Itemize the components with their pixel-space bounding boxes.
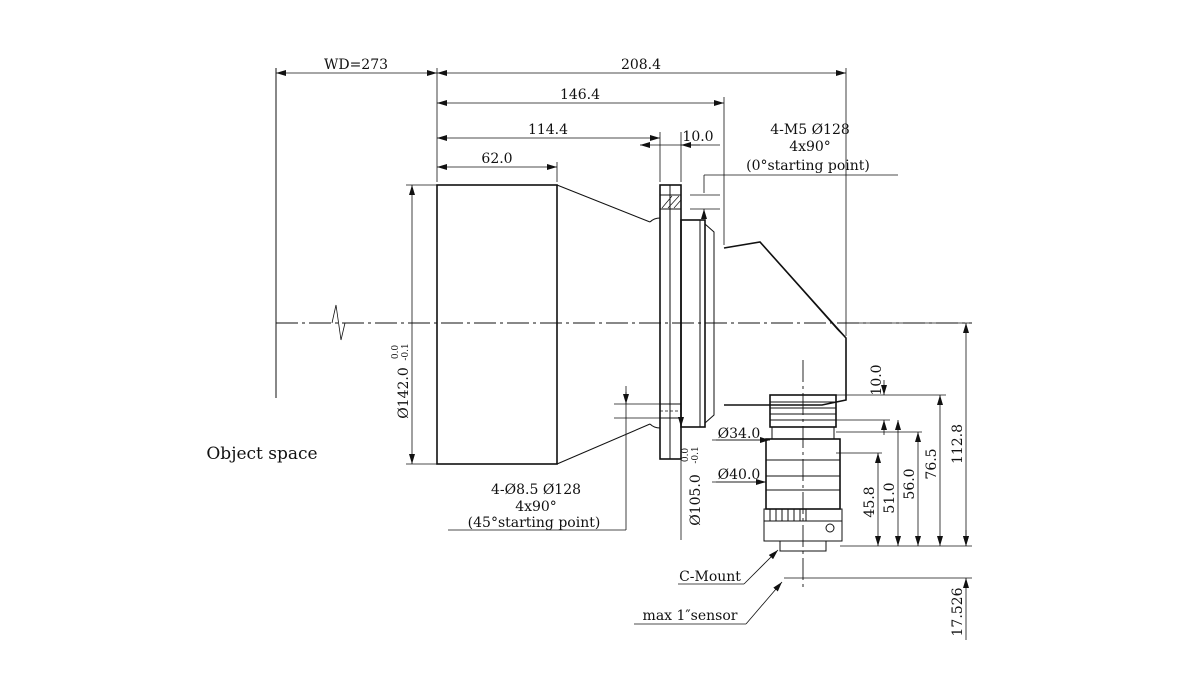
dia-105-label: Ø105.0: [688, 474, 704, 526]
m5-holes-label: 4-M5 Ø128: [770, 122, 850, 138]
m5-angle-label: 4x90°: [789, 139, 831, 155]
c-mount-stack: [763, 360, 843, 590]
holes-85-leader: [448, 386, 660, 531]
holes-85-angle-label: 4x90°: [515, 499, 557, 515]
overall-length-label: 208.4: [621, 57, 661, 73]
wd-label: WD=273: [324, 57, 388, 73]
dia-105-tol-upper: 0.0: [681, 448, 691, 463]
dia-142-tol-lower: -0.1: [401, 343, 411, 360]
dia-34-40-leaders: [712, 437, 770, 485]
dim-45-8-label: 45.8: [862, 486, 878, 517]
dia-40-label: Ø40.0: [718, 467, 761, 483]
top-dimensions: [276, 68, 847, 336]
bottom-leaders: [634, 549, 783, 625]
m5-start-label: (0°starting point): [746, 158, 870, 174]
front-barrel: [436, 184, 661, 465]
optical-axis: [276, 304, 972, 341]
dim-76-5-label: 76.5: [924, 448, 940, 479]
mounting-flange: [659, 184, 682, 460]
dia-105-tol-lower: -0.1: [691, 446, 701, 463]
flange-thickness-label: 10.0: [682, 129, 713, 145]
rear-body: [680, 219, 715, 428]
holes-85-label: 4-Ø8.5 Ø128: [491, 482, 581, 498]
length-146-label: 146.4: [560, 87, 600, 103]
dia-142-tol-upper: 0.0: [391, 345, 401, 360]
c-mount-label: C-Mount: [679, 569, 741, 585]
dim-112-8-label: 112.8: [950, 424, 966, 464]
dim-56-label: 56.0: [902, 468, 918, 499]
length-114-label: 114.4: [528, 122, 568, 138]
angled-housing: [723, 241, 847, 406]
holes-85-start-label: (45°starting point): [468, 515, 601, 531]
dia-142-label: Ø142.0: [396, 367, 412, 419]
dim-17-526-label: 17.526: [950, 587, 966, 636]
object-space-label: Object space: [206, 444, 317, 464]
dia-142-dim: [406, 184, 437, 465]
right-dimensions: [784, 322, 972, 640]
sensor-label: max 1″sensor: [643, 608, 738, 624]
dim-51-label: 51.0: [882, 482, 898, 513]
dim-10-label: 10.0: [869, 364, 885, 395]
m5-callout-leader: [690, 174, 898, 219]
dia-34-label: Ø34.0: [718, 426, 761, 442]
length-62-label: 62.0: [481, 151, 512, 167]
